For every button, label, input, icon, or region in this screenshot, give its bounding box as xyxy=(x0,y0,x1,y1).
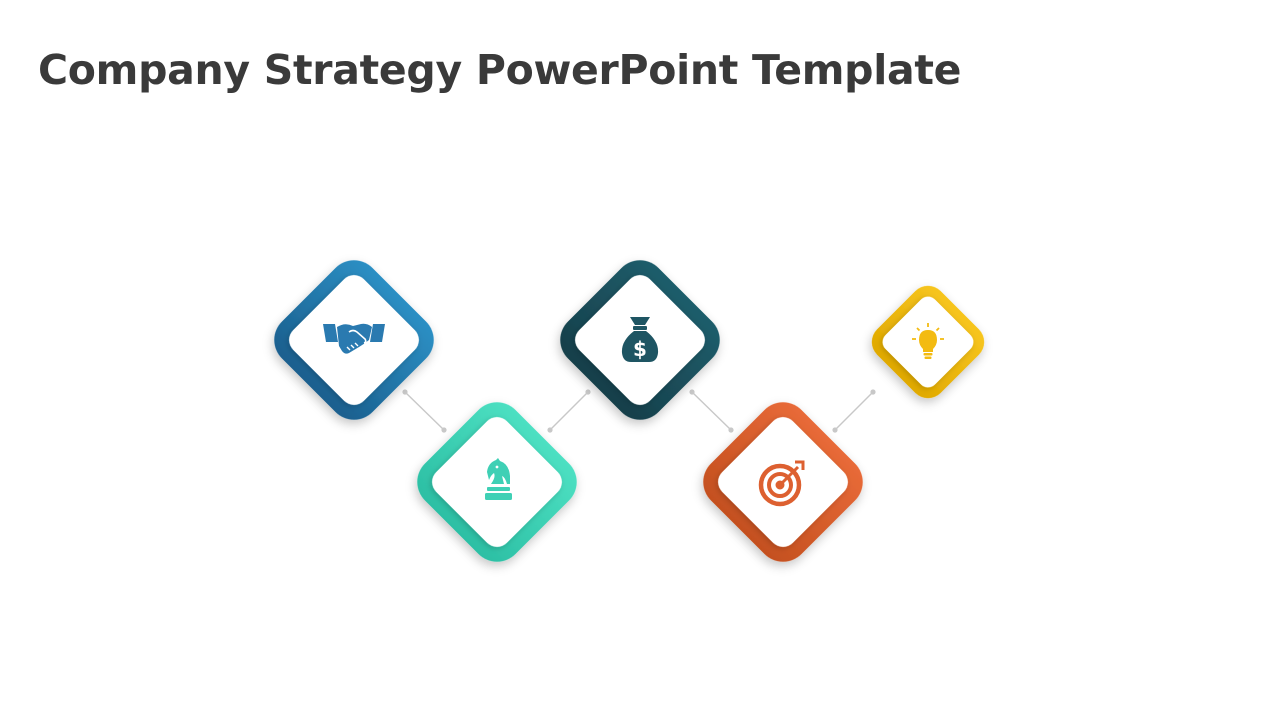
connectors xyxy=(402,389,876,433)
connector-line xyxy=(691,391,732,431)
slide-title: Company Strategy PowerPoint Template xyxy=(38,46,962,94)
connector-dot xyxy=(832,427,838,433)
diamond-money-bag[interactable]: $ xyxy=(549,249,730,430)
chess-knight-icon xyxy=(485,458,512,500)
connector-line xyxy=(549,391,589,431)
diamond-target[interactable] xyxy=(692,391,873,572)
connector-dot xyxy=(689,389,695,395)
connector-dot xyxy=(870,389,876,395)
diamond-handshake[interactable] xyxy=(263,249,444,430)
connector-line xyxy=(834,391,874,431)
connector-dot xyxy=(585,389,591,395)
connector-dot xyxy=(728,427,734,433)
lightbulb-icon xyxy=(912,323,944,359)
money-bag-icon: $ xyxy=(621,317,659,362)
diamond-lightbulb[interactable] xyxy=(864,278,991,405)
connector-dot xyxy=(441,427,447,433)
connector-dot xyxy=(547,427,553,433)
diamond-chess-knight[interactable] xyxy=(406,391,587,572)
svg-text:$: $ xyxy=(633,337,647,361)
connector-line xyxy=(404,391,445,431)
target-icon xyxy=(758,460,805,507)
handshake-icon xyxy=(323,323,385,354)
connector-dot xyxy=(402,389,408,395)
